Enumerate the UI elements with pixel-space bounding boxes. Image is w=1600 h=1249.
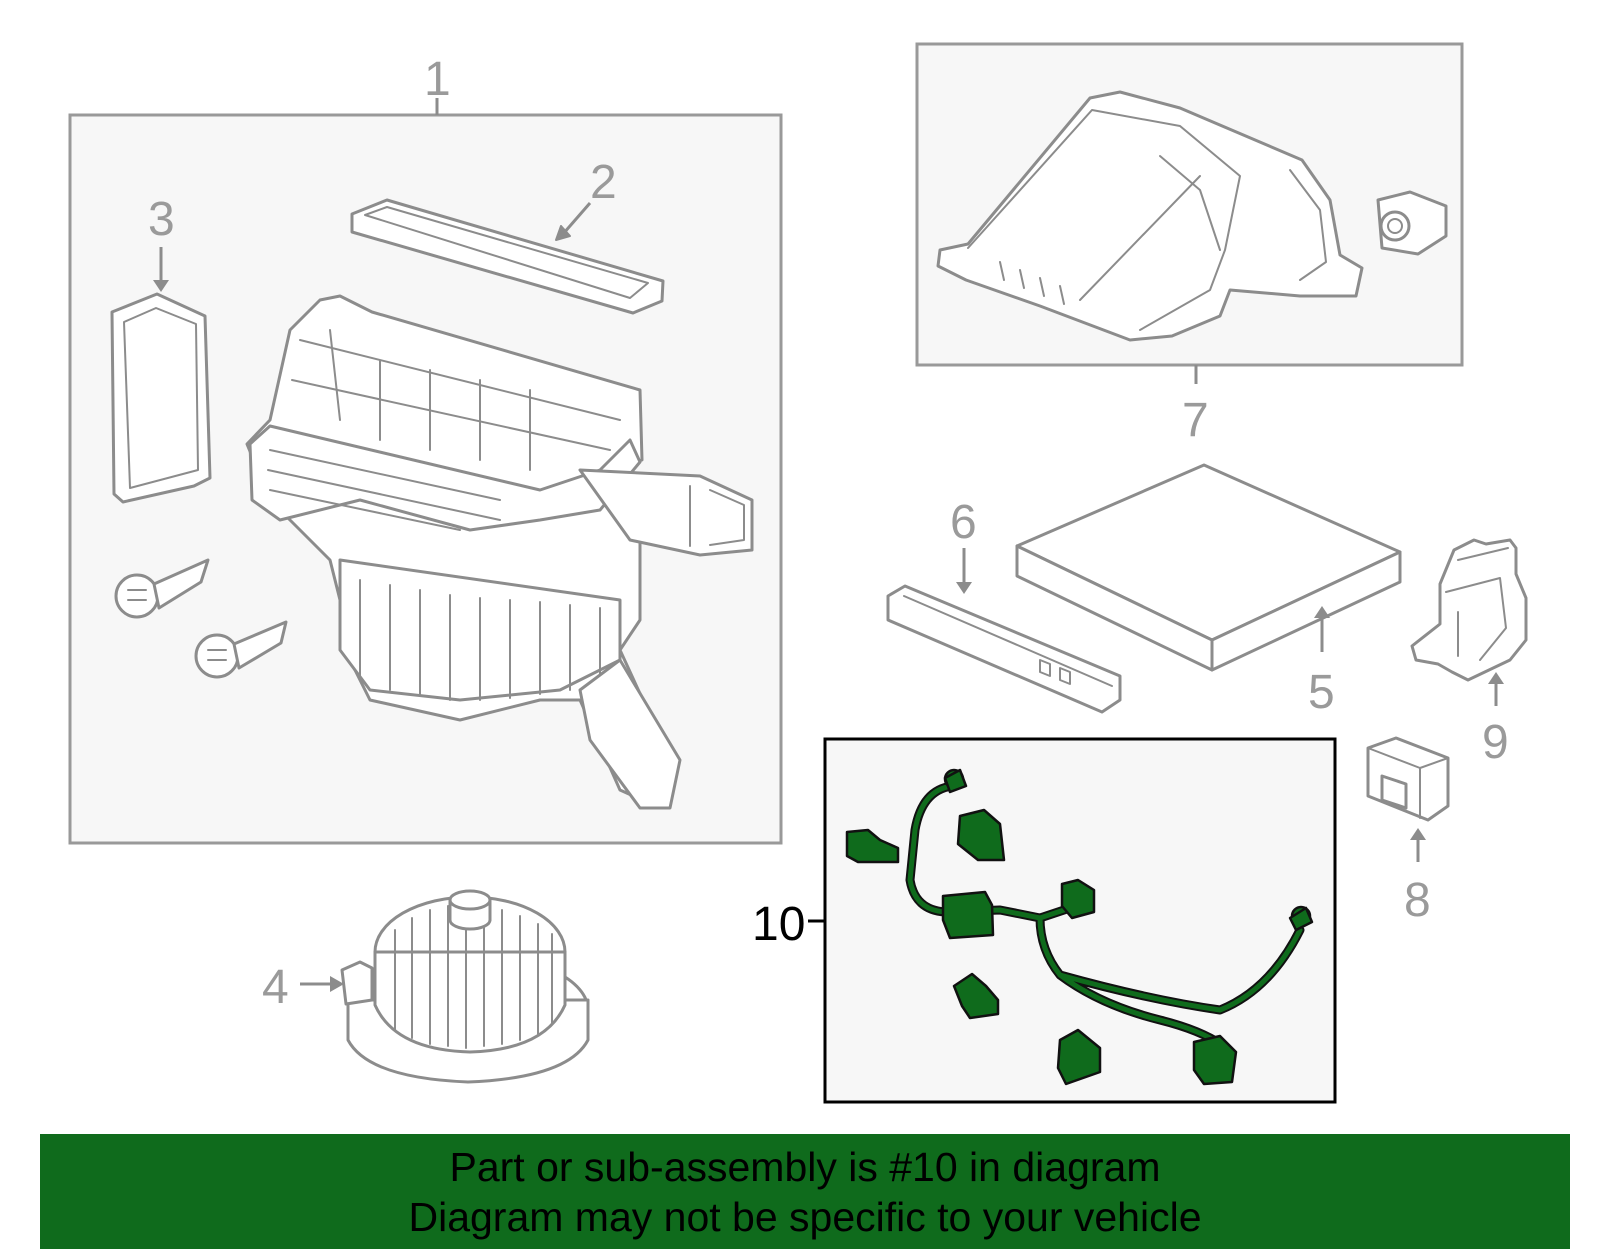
part-4-blower-motor[interactable]: 4: [262, 889, 590, 1084]
clip: [1376, 190, 1448, 256]
callout-8: 8: [1404, 874, 1431, 927]
part-9-actuator[interactable]: 9: [1410, 538, 1528, 769]
part-5-filter[interactable]: 5: [1015, 463, 1402, 719]
callout-3: 3: [148, 193, 175, 246]
screw-lower: [194, 620, 288, 679]
callout-5: 5: [1308, 666, 1335, 719]
wire-harness: [845, 768, 1314, 1086]
part-6-bar[interactable]: 6: [886, 496, 1122, 714]
part-3-side-door: 3: [110, 193, 212, 504]
part-2-filter-frame: 2: [350, 156, 665, 315]
screw-upper: [114, 558, 210, 619]
callout-7: 7: [1182, 394, 1209, 447]
callout-10: 10: [752, 898, 805, 951]
callout-9: 9: [1482, 716, 1509, 769]
callout-2: 2: [590, 156, 617, 209]
part-group-1[interactable]: 1 2 3: [68, 53, 783, 845]
duct: [936, 90, 1364, 342]
part-group-7[interactable]: 7: [915, 42, 1464, 447]
banner-line-2: Diagram may not be specific to your vehi…: [408, 1193, 1202, 1240]
banner-line-1: Part or sub-assembly is #10 in diagram: [449, 1143, 1161, 1190]
part-8-switch[interactable]: 8: [1366, 736, 1450, 927]
part-group-10[interactable]: 10: [752, 737, 1337, 1104]
callout-4: 4: [262, 961, 289, 1014]
callout-1: 1: [424, 53, 451, 106]
info-banner: Part or sub-assembly is #10 in diagram D…: [40, 1134, 1570, 1249]
blower-housing: [245, 294, 754, 810]
callout-6: 6: [950, 496, 977, 549]
